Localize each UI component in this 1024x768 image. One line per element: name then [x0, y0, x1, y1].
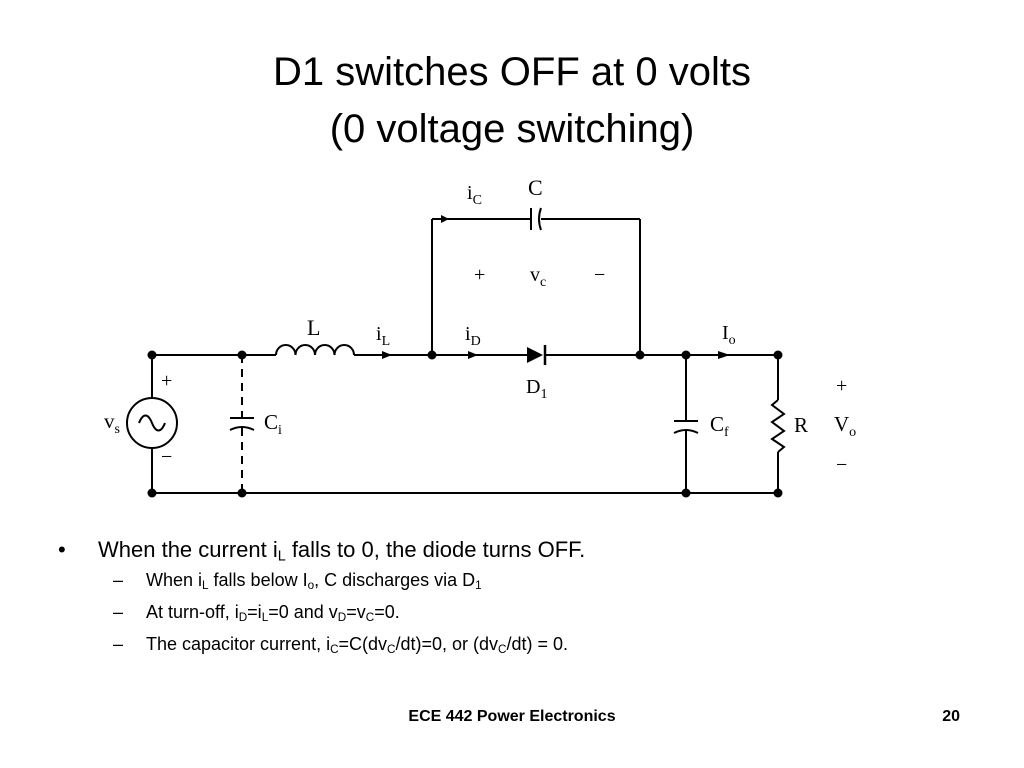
arrow-io [718, 351, 730, 359]
bullet-list: • When the current iL falls to 0, the di… [58, 536, 958, 660]
diode-d1 [527, 345, 547, 365]
sub-bullet-2: – At turn-off, iD=iL=0 and vD=vC=0. [58, 596, 958, 628]
resistor-r [770, 399, 786, 453]
label-c: C [528, 175, 543, 200]
cf-capacitor [673, 420, 699, 434]
label-r: R [794, 413, 808, 437]
label-plus-o: + [836, 375, 847, 397]
slide-title-line-1: D1 switches OFF at 0 volts [273, 50, 751, 94]
arrow-id [468, 351, 478, 359]
label-vc: vc [530, 264, 546, 290]
capacitor-c [530, 207, 542, 231]
ac-source-vs [126, 397, 178, 449]
label-minus-c: − [594, 264, 605, 286]
sub-bullet-marker: – [113, 570, 124, 590]
arrow-ic [441, 215, 449, 223]
sub-bullet-text: When iL falls below Io, C discharges via… [146, 570, 482, 592]
page-number: 20 [942, 708, 960, 725]
label-il: iL [376, 323, 390, 349]
label-vo: Vo [834, 412, 856, 440]
circuit-diagram: iC C + vc − L iL iD Io D1 + vs − Ci Cf R… [104, 175, 856, 498]
label-l: L [307, 315, 320, 340]
sub-bullet-text: At turn-off, iD=iL=0 and vD=vC=0. [146, 602, 400, 624]
label-plus-s: + [161, 370, 172, 392]
label-io: Io [722, 322, 736, 348]
label-minus-o: − [836, 454, 847, 476]
label-plus-c: + [474, 264, 485, 286]
label-d1: D1 [526, 376, 547, 402]
bullet-main: • When the current iL falls to 0, the di… [58, 536, 958, 564]
sub-bullet-marker: – [113, 634, 124, 654]
label-cf: Cf [710, 412, 729, 440]
arrow-il [382, 351, 392, 359]
slide-title-line-2: (0 voltage switching) [329, 107, 695, 151]
sub-bullet-text: The capacitor current, iC=C(dvC/dt)=0, o… [146, 634, 569, 656]
bullet-text: When the current iL falls to 0, the diod… [98, 537, 586, 565]
label-ci: Ci [264, 410, 282, 438]
inductor-l [275, 344, 355, 356]
sub-bullet-1: – When iL falls below Io, C discharges v… [58, 564, 958, 596]
label-vs: vs [104, 409, 120, 437]
bullet-marker: • [58, 537, 66, 562]
label-minus-s: − [161, 446, 172, 468]
ci-capacitor [229, 355, 255, 493]
footer-course: ECE 442 Power Electronics [408, 708, 616, 725]
current-arrows [382, 215, 730, 359]
label-id: iD [465, 323, 481, 349]
label-ic: iC [467, 182, 482, 208]
slide-title: D1 switches OFF at 0 volts (0 voltage sw… [0, 44, 1024, 158]
circuit-nodes [147, 350, 783, 498]
sub-bullet-3: – The capacitor current, iC=C(dvC/dt)=0,… [58, 628, 958, 660]
sub-bullet-marker: – [113, 602, 124, 622]
